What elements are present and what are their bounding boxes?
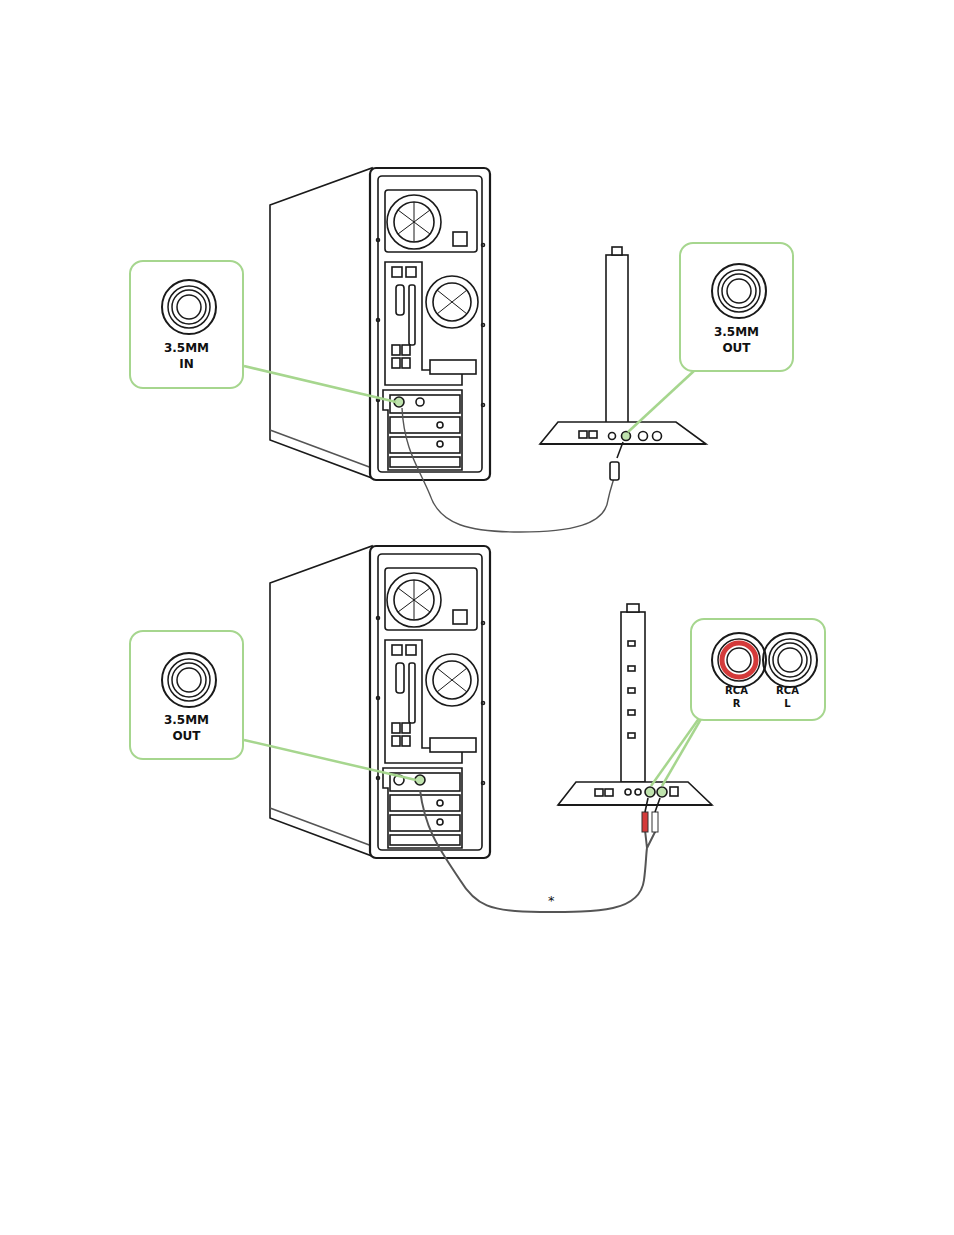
port-label: 3.5MM IN	[156, 340, 218, 372]
callout-box: 3.5MM IN	[129, 260, 244, 389]
callout-box: 3.5MM OUT	[679, 242, 794, 372]
port-label: RCA L	[773, 684, 803, 711]
port-label: 3.5MM OUT	[706, 324, 768, 356]
jack-icon	[692, 620, 828, 723]
headset-stand	[558, 604, 712, 805]
footnote-mark: *	[546, 893, 557, 908]
jack-icon	[131, 262, 246, 391]
callout-box: 3.5MM OUT	[129, 630, 244, 760]
port-label: RCA R	[722, 684, 752, 711]
port-label: 3.5MM OUT	[156, 712, 218, 744]
callout-box: RCA R RCA L	[690, 618, 826, 721]
